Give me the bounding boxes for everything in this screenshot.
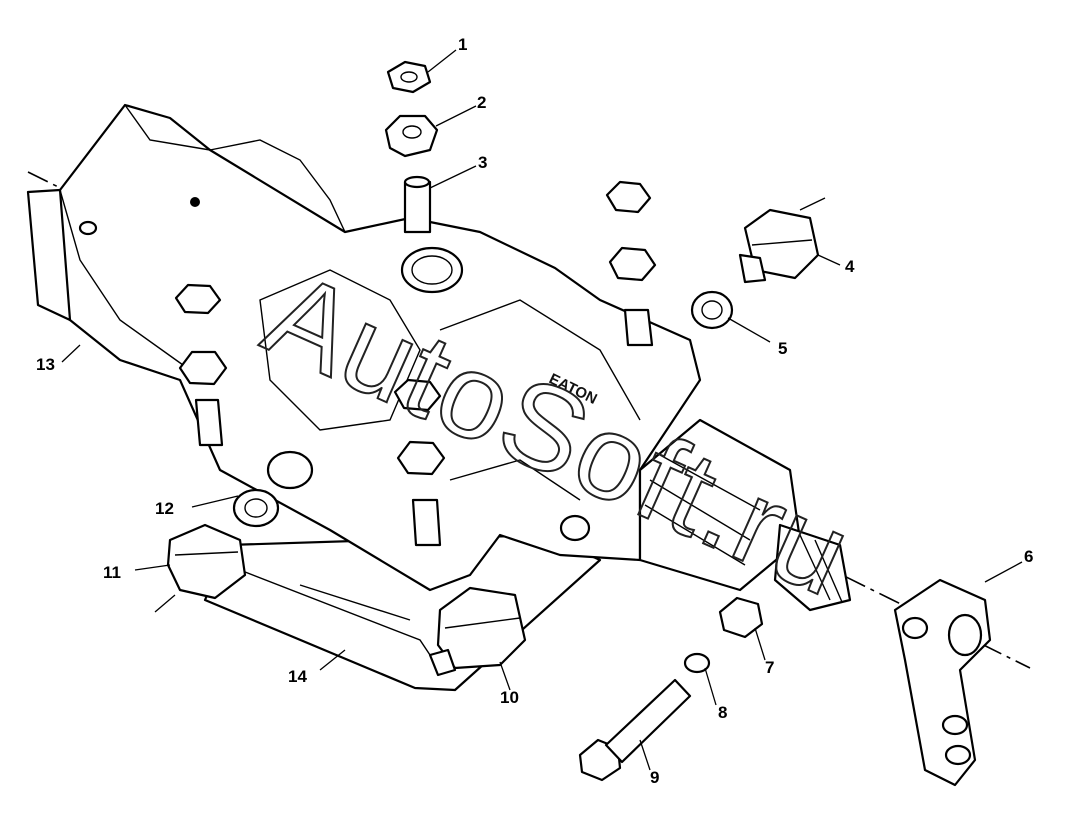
left-nut-stack bbox=[174, 283, 228, 447]
center-axis-line bbox=[27, 171, 1031, 669]
top-nut-stack bbox=[384, 60, 439, 234]
ball-stud-left bbox=[154, 488, 280, 613]
center-nut-stack bbox=[393, 378, 446, 547]
callout-10: 10 bbox=[500, 688, 519, 707]
callout-8: 8 bbox=[718, 703, 727, 722]
callout-labels: 1 2 3 4 5 6 7 8 9 10 11 12 13 14 bbox=[36, 35, 1033, 787]
callout-5: 5 bbox=[778, 339, 787, 358]
callout-14: 14 bbox=[288, 667, 307, 686]
callout-13: 13 bbox=[36, 355, 55, 374]
shaft-boot bbox=[638, 418, 852, 612]
pitman-arm bbox=[893, 578, 992, 787]
callout-7: 7 bbox=[765, 658, 774, 677]
callout-1: 1 bbox=[458, 35, 467, 54]
callout-12: 12 bbox=[155, 499, 174, 518]
bolt-assembly bbox=[578, 596, 764, 782]
gear-housing: EATON bbox=[38, 103, 702, 592]
ball-stud-right bbox=[428, 586, 527, 677]
right-nut-stack bbox=[605, 180, 657, 347]
callout-3: 3 bbox=[478, 153, 487, 172]
callout-4: 4 bbox=[845, 257, 855, 276]
callout-2: 2 bbox=[477, 93, 486, 112]
callout-11: 11 bbox=[103, 563, 121, 582]
callout-leaders bbox=[61, 49, 1023, 771]
end-cover bbox=[26, 188, 98, 322]
callout-9: 9 bbox=[650, 768, 659, 787]
sensor-switch bbox=[690, 197, 826, 330]
callout-6: 6 bbox=[1024, 547, 1033, 566]
